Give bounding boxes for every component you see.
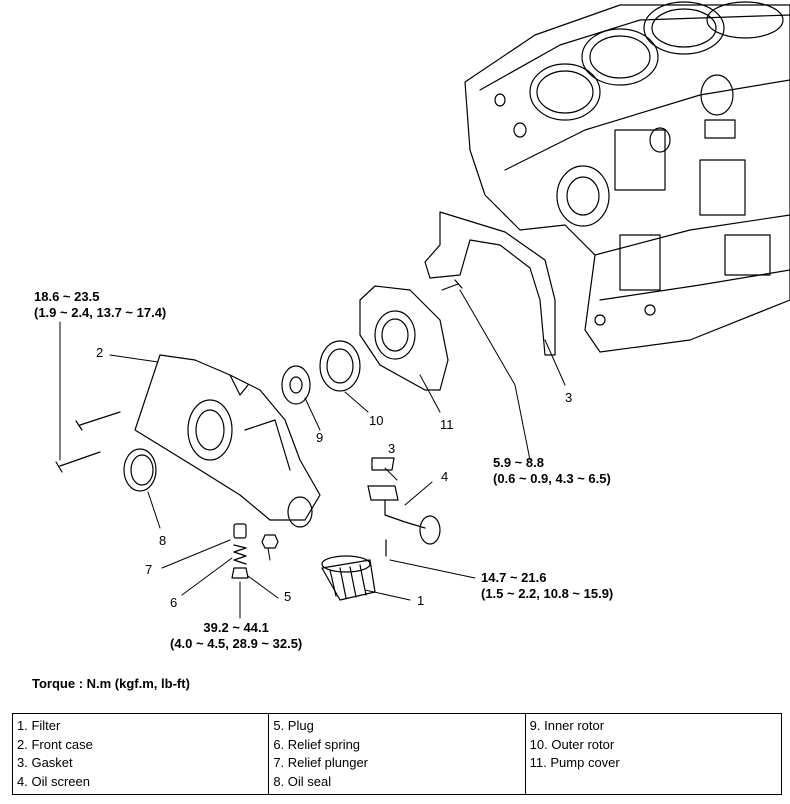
callout-3-gasket: 3	[565, 390, 573, 405]
torque-value-imperial: (1.9 ~ 2.4, 13.7 ~ 17.4)	[34, 305, 167, 320]
legend-column-2: 5. Plug 6. Relief spring 7. Relief plung…	[268, 713, 526, 795]
legend-item: 9. Inner rotor	[529, 718, 605, 733]
legend-item: 4. Oil screen	[17, 773, 90, 789]
legend-item: 5. Plug	[273, 718, 314, 733]
legend-item: 2. Front case	[17, 736, 93, 752]
torque-units-caption: Torque : N.m (kgf.m, lb-ft)	[32, 676, 190, 691]
legend-item: 1. Filter	[17, 718, 61, 733]
callout-4: 4	[441, 469, 449, 484]
exploded-view-diagram	[55, 1, 790, 619]
torque-label-cover-bolt: 5.9 ~ 8.8 (0.6 ~ 0.9, 4.3 ~ 6.5)	[493, 455, 611, 487]
callout-3-screen: 3	[388, 441, 396, 456]
callout-9: 9	[316, 430, 324, 445]
legend-item: 6. Relief spring	[273, 736, 361, 752]
callout-8: 8	[159, 533, 167, 548]
case-bolt-lower-illustration	[55, 451, 101, 473]
filter-illustration	[321, 555, 376, 601]
oil-seal-illustration	[123, 448, 157, 492]
callout-10: 10	[369, 413, 384, 428]
inner-rotor-illustration	[281, 365, 311, 405]
torque-label-screen-bolt: 14.7 ~ 21.6 (1.5 ~ 2.2, 10.8 ~ 15.9)	[481, 570, 613, 602]
engine-block-illustration	[464, 1, 790, 353]
relief-plunger-illustration	[233, 523, 247, 539]
front-case-illustration	[134, 354, 321, 528]
torque-value: 14.7 ~ 21.6	[481, 570, 547, 585]
legend-column-3: 9. Inner rotor 10. Outer rotor 11. Pump …	[524, 713, 783, 795]
torque-value-imperial: (0.6 ~ 0.9, 4.3 ~ 6.5)	[493, 471, 611, 486]
callout-7: 7	[145, 562, 153, 577]
legend-item: 7. Relief plunger	[273, 755, 368, 770]
torque-label-plug: 39.2 ~ 44.1 (4.0 ~ 4.5, 28.9 ~ 32.5)	[170, 620, 302, 652]
parts-legend-table: 1. Filter 2. Front case 3. Gasket 4. Oil…	[11, 713, 783, 795]
cover-bolt-illustration	[441, 279, 463, 291]
outer-rotor-illustration	[319, 340, 361, 392]
pump-cover-illustration	[359, 285, 449, 391]
torque-value: 39.2 ~ 44.1	[203, 620, 269, 635]
torque-value: 18.6 ~ 23.5	[34, 289, 100, 304]
callout-11: 11	[440, 417, 454, 432]
legend-item: 3. Gasket	[17, 755, 73, 770]
callout-6: 6	[170, 595, 178, 610]
nut-illustration	[261, 534, 279, 549]
legend-item: 10. Outer rotor	[529, 736, 615, 752]
plug-illustration	[231, 567, 249, 579]
legend-item: 8. Oil seal	[273, 773, 332, 789]
legend-column-1: 1. Filter 2. Front case 3. Gasket 4. Oil…	[11, 713, 270, 795]
torque-label-pump-bolts: 18.6 ~ 23.5 (1.9 ~ 2.4, 13.7 ~ 17.4)	[34, 289, 166, 321]
case-bolt-upper-illustration	[75, 411, 121, 431]
callout-1: 1	[417, 593, 425, 608]
torque-value-imperial: (4.0 ~ 4.5, 28.9 ~ 32.5)	[170, 636, 303, 651]
table-row: 1. Filter 2. Front case 3. Gasket 4. Oil…	[11, 713, 783, 795]
leader-lines	[59, 289, 566, 619]
callout-5: 5	[284, 589, 292, 604]
legend-item: 11. Pump cover	[529, 755, 620, 770]
torque-value: 5.9 ~ 8.8	[493, 455, 544, 470]
torque-value-imperial: (1.5 ~ 2.2, 10.8 ~ 15.9)	[481, 586, 614, 601]
oil-screen-illustration	[367, 457, 441, 557]
relief-spring-illustration	[233, 544, 247, 565]
gasket-illustration	[424, 211, 556, 356]
callout-2: 2	[96, 345, 104, 360]
